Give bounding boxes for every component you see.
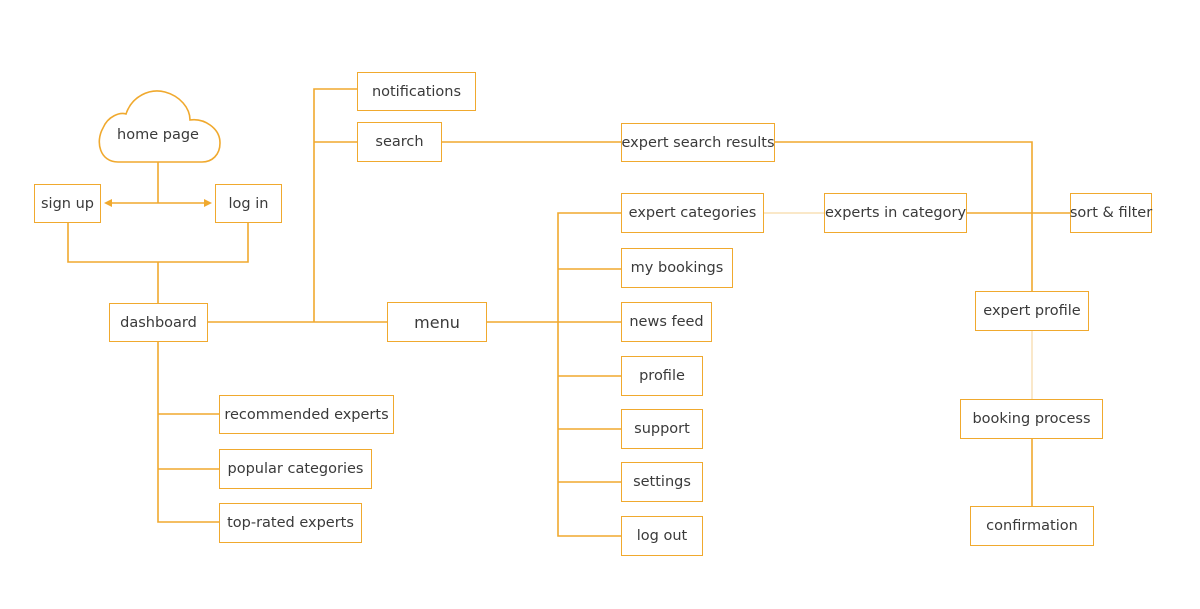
node-log-out: log out <box>621 516 703 556</box>
node-sign-up: sign up <box>34 184 101 223</box>
node-top-rated-experts: top-rated experts <box>219 503 362 543</box>
line-menu-children <box>557 212 622 537</box>
node-expert-categories: expert categories <box>621 193 764 233</box>
node-news-feed: news feed <box>621 302 712 342</box>
arrowhead-right <box>204 199 212 207</box>
home-page-cloud-shape <box>98 90 221 163</box>
node-search: search <box>357 122 442 162</box>
node-sort-filter: sort & filter <box>1070 193 1152 233</box>
node-my-bookings: my bookings <box>621 248 733 288</box>
node-confirmation: confirmation <box>970 506 1094 546</box>
node-booking-process: booking process <box>960 399 1103 439</box>
node-profile: profile <box>621 356 703 396</box>
node-expert-profile: expert profile <box>975 291 1089 331</box>
node-settings: settings <box>621 462 703 502</box>
node-popular-categories: popular categories <box>219 449 372 489</box>
node-support: support <box>621 409 703 449</box>
node-experts-in-category: experts in category <box>824 193 967 233</box>
line-results-profile <box>774 141 1033 292</box>
arrowhead-left <box>104 199 112 207</box>
node-menu: menu <box>387 302 487 342</box>
node-home-page: home page <box>117 127 199 143</box>
line-signup-down <box>67 223 249 263</box>
line-dashboard-children <box>157 341 220 523</box>
node-expert-search-results: expert search results <box>621 123 775 162</box>
line-top-branch <box>313 88 357 322</box>
node-dashboard: dashboard <box>109 303 208 342</box>
node-notifications: notifications <box>357 72 476 111</box>
node-log-in: log in <box>215 184 282 223</box>
node-recommended-experts: recommended experts <box>219 395 394 434</box>
